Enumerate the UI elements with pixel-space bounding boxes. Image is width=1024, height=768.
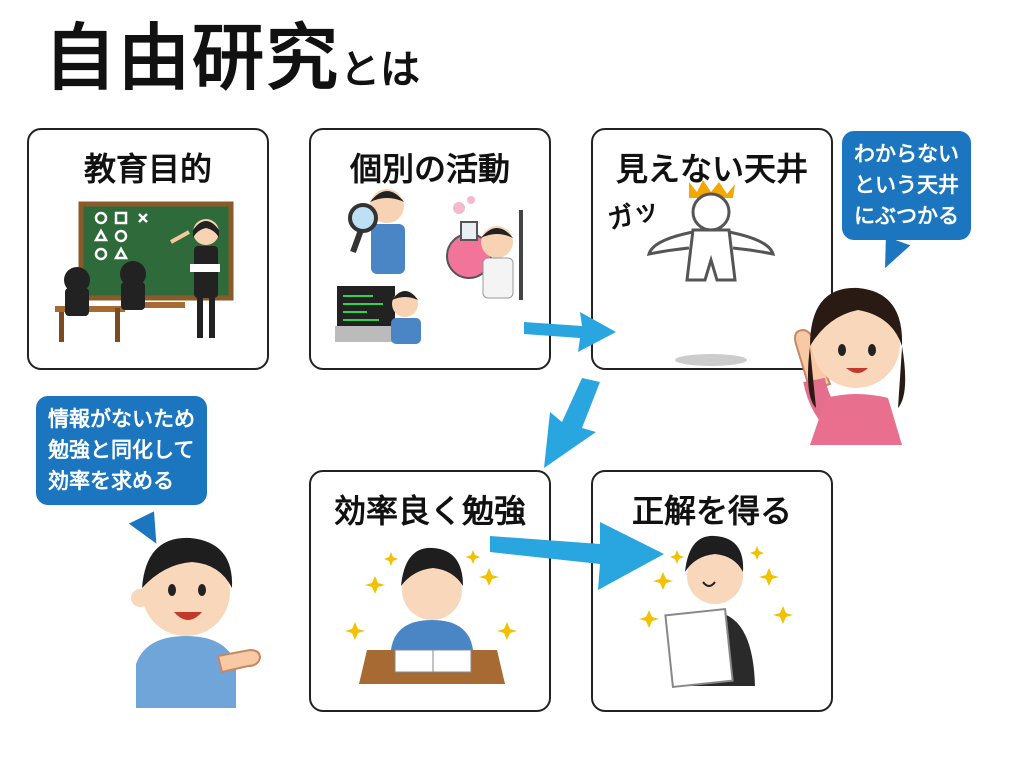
activities-illustration [335, 189, 523, 344]
card-education-label: 教育目的 [83, 150, 212, 188]
boy-speech-line: 効率を求める [48, 469, 174, 493]
girl-speech-bubble: わからない という天井 にぶつかる [842, 131, 971, 240]
studying-illustration [345, 547, 517, 684]
arrow-right-2 [490, 522, 664, 590]
card-answer-label: 正解を得る [631, 492, 792, 530]
girl-speech-line: わからない [854, 142, 959, 166]
arrow-right-1 [524, 312, 616, 352]
classroom-illustration [55, 201, 234, 342]
boy-pointing-illustration [131, 537, 262, 708]
girl-speech-line: という天井 [854, 173, 959, 197]
boy-speech-bubble: 情報がないため 勉強と同化して 効率を求める [36, 396, 207, 505]
card-ceiling: 見えない天井 ガッ [591, 128, 833, 370]
title-main: 自由研究 [44, 16, 341, 100]
boy-speech-line: 情報がないため [48, 407, 195, 431]
card-ceiling-label: 見えない天井 [615, 150, 808, 188]
boy-speech-line: 勉強と同化して [48, 438, 195, 462]
card-study: 効率良く勉強 [309, 470, 551, 712]
card-individual: 個別の活動 [309, 128, 551, 370]
girl-speech-line: にぶつかる [854, 204, 959, 228]
card-education: 教育目的 [27, 128, 269, 370]
correct-answer-illustration [639, 535, 793, 689]
page-title: 自由研究とは [44, 22, 420, 94]
title-suffix: とは [340, 47, 421, 93]
arrow-down-left [544, 378, 600, 468]
card-individual-label: 個別の活動 [349, 150, 510, 188]
girl-pointing-illustration [794, 287, 906, 445]
girl-bubble-tail [875, 236, 911, 274]
invisible-ceiling-illustration [646, 180, 776, 366]
card-study-label: 効率良く勉強 [333, 492, 526, 530]
card-answer: 正解を得る [591, 470, 833, 712]
